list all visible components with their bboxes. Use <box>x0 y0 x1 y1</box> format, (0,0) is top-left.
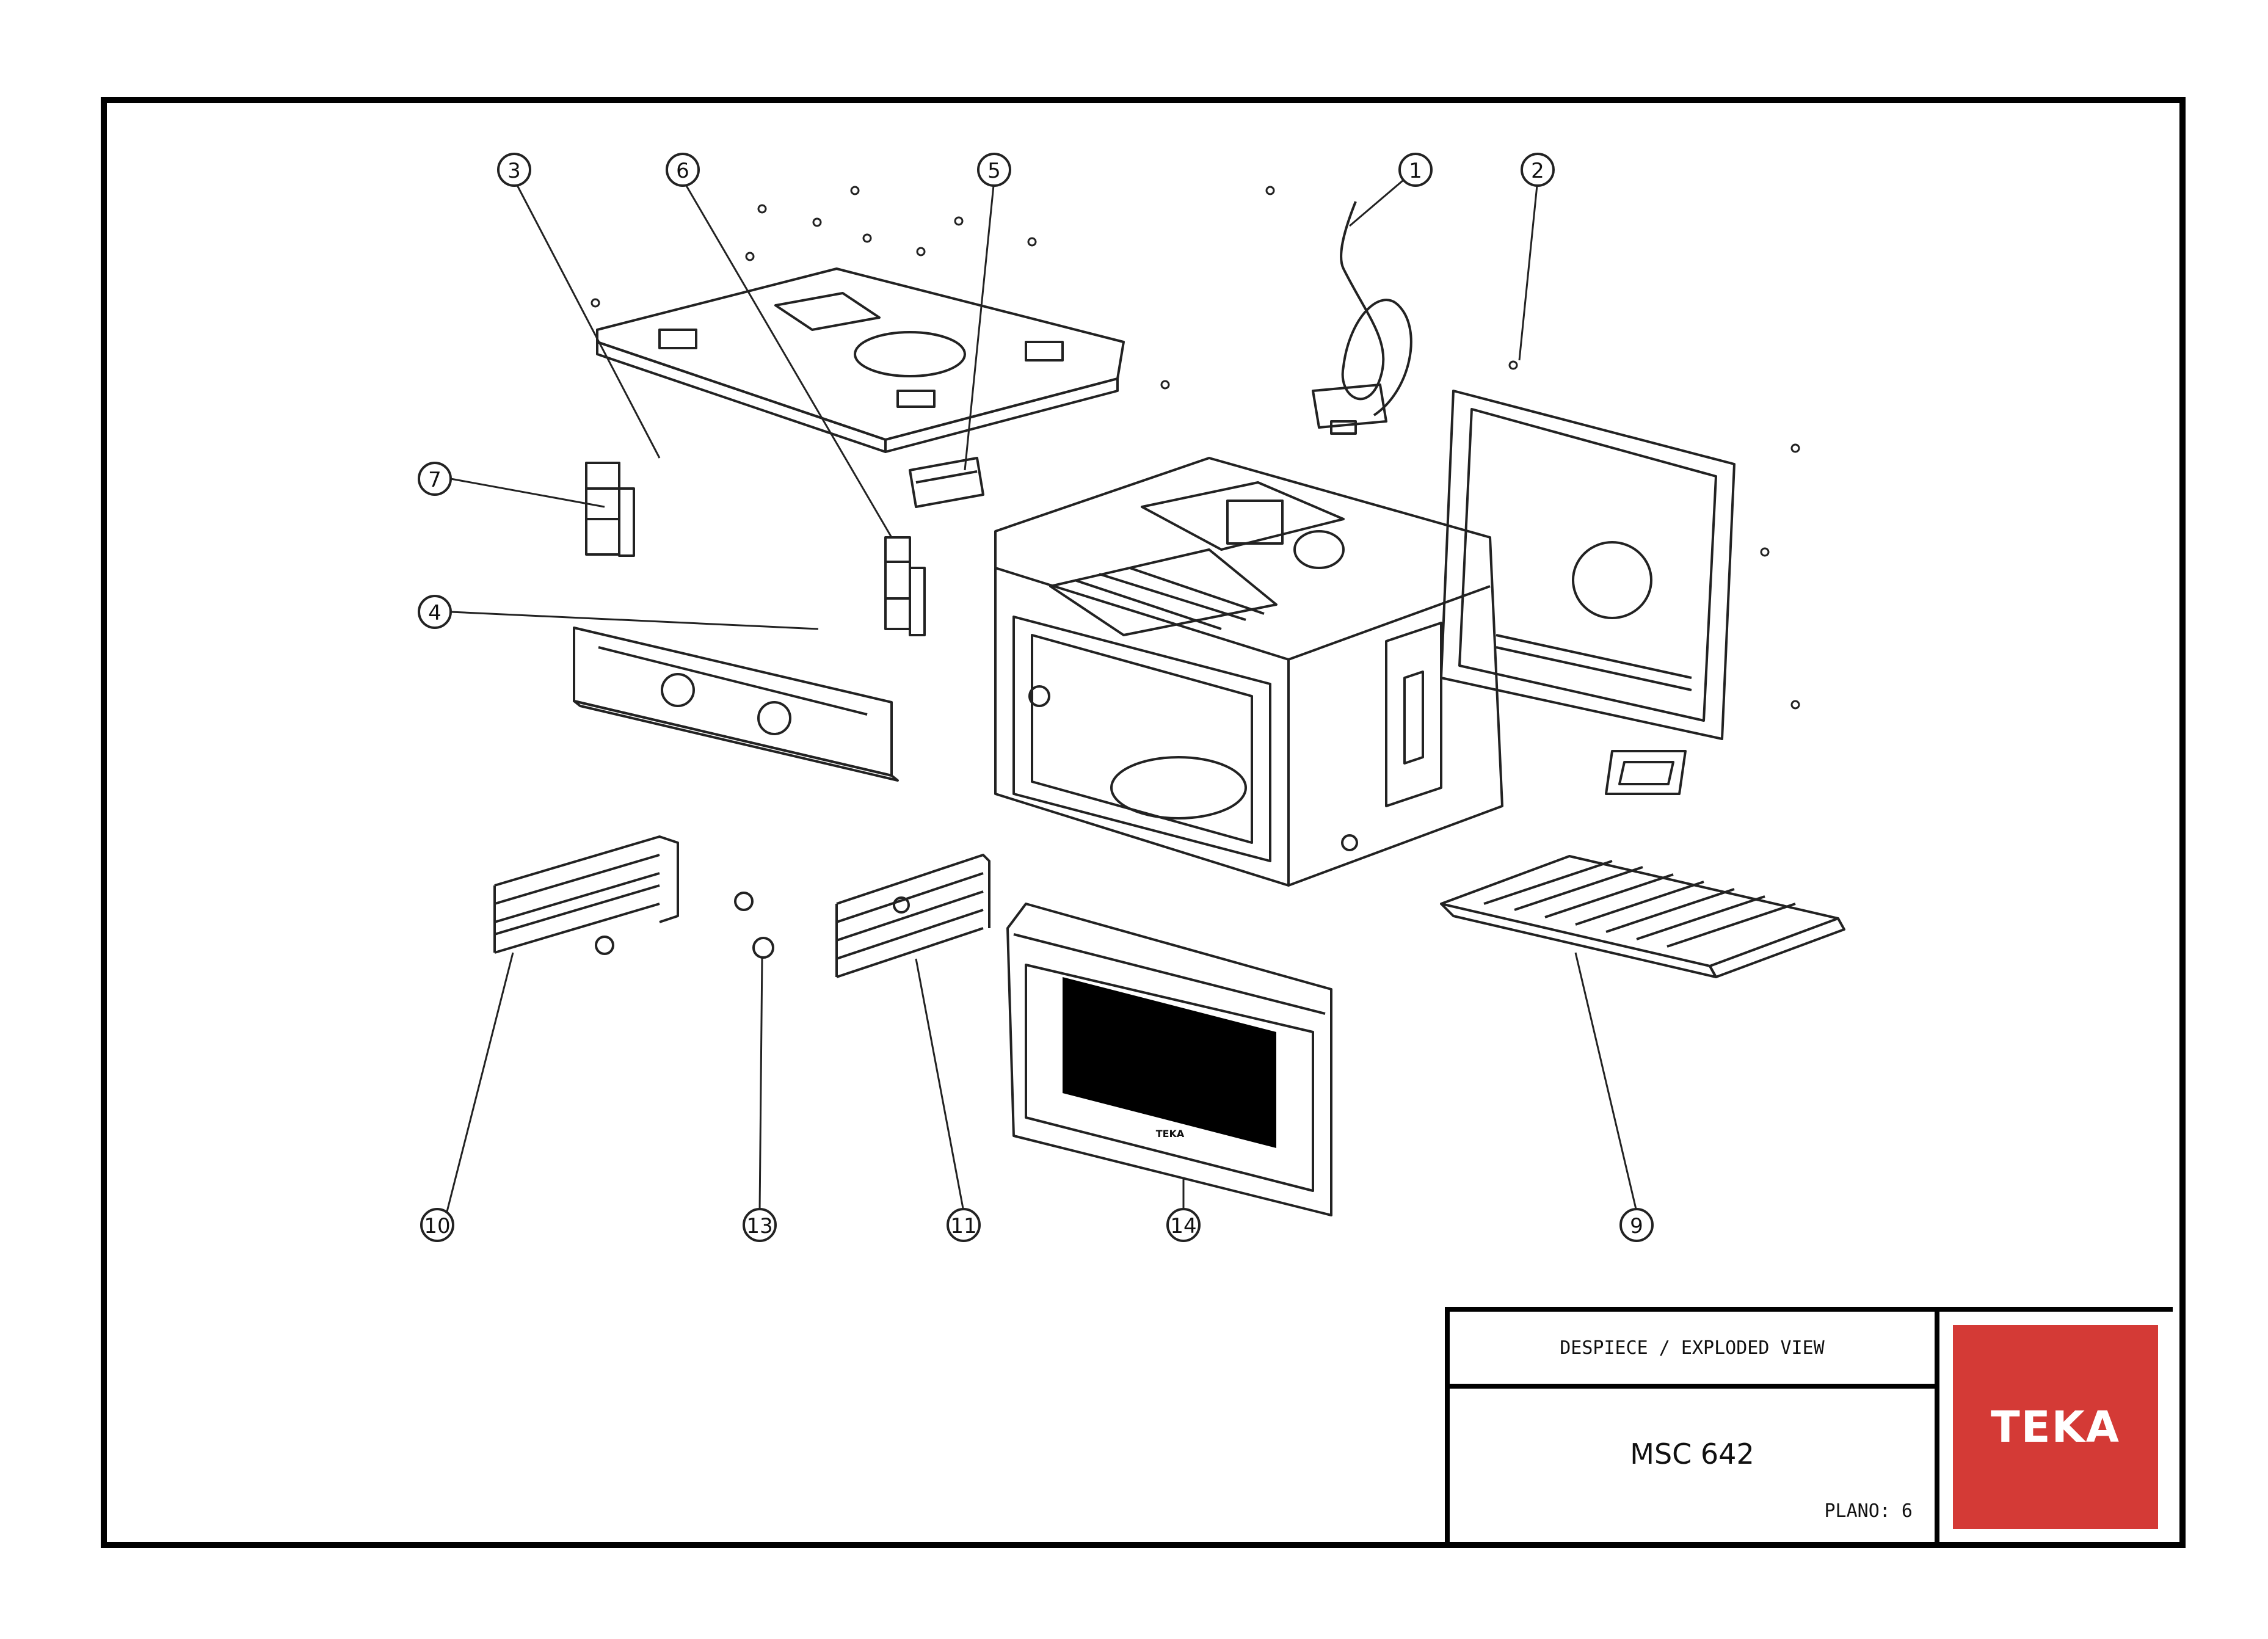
part-7-hinge-bracket <box>585 462 635 557</box>
title-block-logo: TEKA <box>1935 1307 2173 1543</box>
part-4-control-panel <box>573 627 899 782</box>
callout-13: 13 <box>746 1214 772 1238</box>
part-14-oven-door <box>1006 903 1332 1216</box>
door-brand-label: TEKA <box>1156 1128 1185 1139</box>
part-10-shelf-support <box>493 835 679 955</box>
model-number: MSC 642 <box>1630 1437 1754 1470</box>
top-cover-screws <box>591 186 1800 710</box>
part-11-shelf-support <box>835 854 990 978</box>
callout-6: 6 <box>676 159 689 183</box>
part-13-knobs <box>734 892 774 959</box>
door-window <box>1063 977 1276 1148</box>
title-block-title: DESPIECE / EXPLODED VIEW <box>1445 1307 1939 1389</box>
part-2-back-panel <box>1440 390 1736 740</box>
part-6-hinge-bracket <box>884 536 926 636</box>
callout-1: 1 <box>1409 159 1422 183</box>
part-9-grill-tray <box>1440 855 1845 978</box>
vent-clip <box>1605 750 1687 795</box>
teka-logo: TEKA <box>1953 1325 2158 1529</box>
oven-body <box>994 457 1503 887</box>
leader-lines <box>446 169 1638 1212</box>
part-5-bracket <box>909 457 984 508</box>
part-1-cable-assembly <box>1312 201 1412 435</box>
callout-4: 4 <box>428 601 442 625</box>
callout-11: 11 <box>950 1214 976 1238</box>
callout-2: 2 <box>1531 159 1544 183</box>
title-block-model: MSC 642 PLANO: 6 <box>1445 1384 1939 1543</box>
callout-5: 5 <box>987 159 1001 183</box>
callout-10: 10 <box>424 1214 450 1238</box>
callout-14: 14 <box>1170 1214 1196 1238</box>
callout-9: 9 <box>1630 1214 1643 1238</box>
plano-number: PLANO: 6 <box>1824 1500 1913 1522</box>
top-cover-panel <box>596 267 1125 453</box>
callout-3: 3 <box>507 159 521 183</box>
callout-7: 7 <box>428 468 442 492</box>
drawing-frame <box>101 97 2186 1548</box>
callout-circles <box>418 153 1654 1242</box>
drawing-title: DESPIECE / EXPLODED VIEW <box>1560 1337 1825 1359</box>
logo-text: TEKA <box>1991 1402 2120 1452</box>
